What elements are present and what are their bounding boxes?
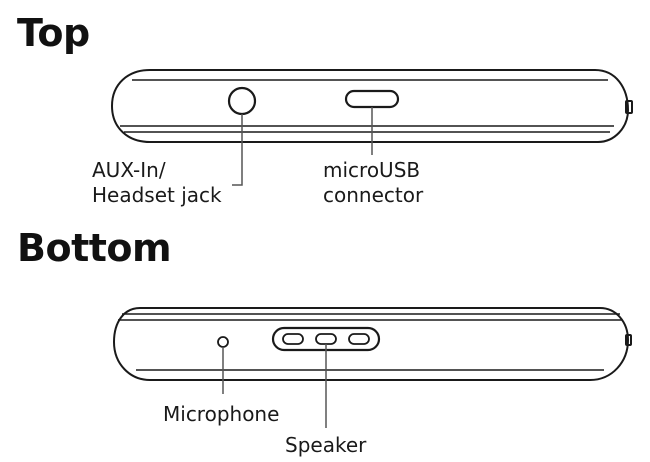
microusb-port-icon <box>344 89 400 109</box>
speaker-slot-left <box>282 333 304 345</box>
speaker-slot-right <box>348 333 370 345</box>
heading-bottom: Bottom <box>17 226 172 270</box>
callout-line-headset <box>232 114 243 186</box>
label-aux-in: AUX-In/ Headset jack <box>92 158 222 208</box>
label-speaker: Speaker <box>285 433 367 457</box>
label-usb-line1: microUSB <box>323 158 421 182</box>
side-button-bottom <box>625 334 632 346</box>
label-aux-line2: Headset jack <box>92 183 222 207</box>
device-top-view <box>111 69 633 186</box>
speaker-slot-middle <box>315 333 337 345</box>
label-aux-line1: AUX-In/ <box>92 158 166 182</box>
device-bottom-outline <box>113 307 629 381</box>
heading-top: Top <box>17 11 90 55</box>
microphone-icon <box>217 336 229 348</box>
device-bottom-view <box>113 307 632 428</box>
headset-jack-icon <box>227 86 257 116</box>
side-button-top <box>625 100 633 114</box>
label-usb-line2: connector <box>323 183 424 207</box>
label-microphone: Microphone <box>163 402 280 426</box>
device-top-outline <box>111 69 629 143</box>
label-microusb: microUSB connector <box>323 158 423 208</box>
